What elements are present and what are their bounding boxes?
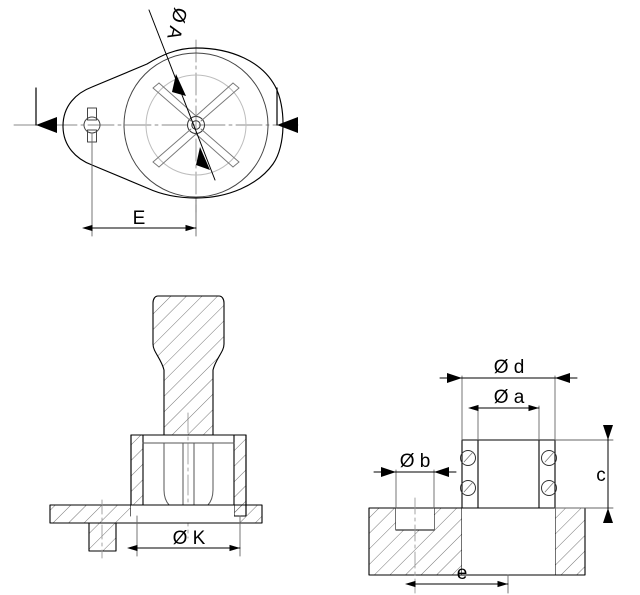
dim-c-group bbox=[554, 425, 614, 523]
bearing-ball bbox=[460, 450, 476, 466]
dim-b-label: Ø b bbox=[400, 451, 431, 472]
dim-b-group bbox=[373, 467, 457, 509]
dim-E-group bbox=[82, 132, 197, 237]
plan-hub-bore-circle bbox=[191, 120, 201, 130]
dim-K-group bbox=[127, 515, 241, 557]
dim-d-label: Ø d bbox=[494, 357, 525, 378]
pedestal-body bbox=[130, 434, 247, 517]
plan-spokes bbox=[152, 82, 240, 168]
pedestal-column bbox=[152, 295, 225, 436]
pedestal-wall-left bbox=[130, 434, 144, 517]
dim-c-label: c bbox=[596, 465, 606, 486]
pedestal-cavity-right bbox=[193, 442, 235, 512]
bearing-ball bbox=[460, 480, 476, 496]
dim-a-group bbox=[468, 404, 540, 441]
bearing-ball bbox=[541, 450, 557, 466]
section-view-pedestal bbox=[49, 295, 263, 559]
plan-body-outline bbox=[62, 47, 284, 199]
dim-A-leader bbox=[148, 9, 216, 181]
pedestal-cavity-left bbox=[142, 442, 184, 512]
plan-hub-outer-circle bbox=[123, 52, 269, 198]
flange-bearing-balls bbox=[460, 450, 557, 496]
dim-d-group bbox=[439, 373, 578, 441]
section-view-flange bbox=[368, 373, 614, 594]
pedestal-wall-right bbox=[233, 434, 247, 517]
dim-A-label: Ø A bbox=[162, 5, 190, 41]
plan-view bbox=[13, 9, 299, 237]
plan-section-arrows bbox=[35, 87, 298, 133]
dim-E-label: E bbox=[133, 208, 146, 229]
dim-A-label-group: Ø A bbox=[162, 5, 190, 41]
dim-e-label: e bbox=[457, 563, 468, 584]
dim-a-label: Ø a bbox=[494, 387, 525, 408]
bearing-ball bbox=[541, 480, 557, 496]
dim-K-label: Ø K bbox=[173, 528, 206, 549]
plan-hub-mid-circle bbox=[145, 74, 247, 176]
dim-e-group bbox=[405, 574, 509, 594]
flange-hub-barrel bbox=[461, 439, 556, 509]
plan-hub-small-circle bbox=[187, 116, 205, 134]
pedestal-foot bbox=[88, 522, 117, 552]
